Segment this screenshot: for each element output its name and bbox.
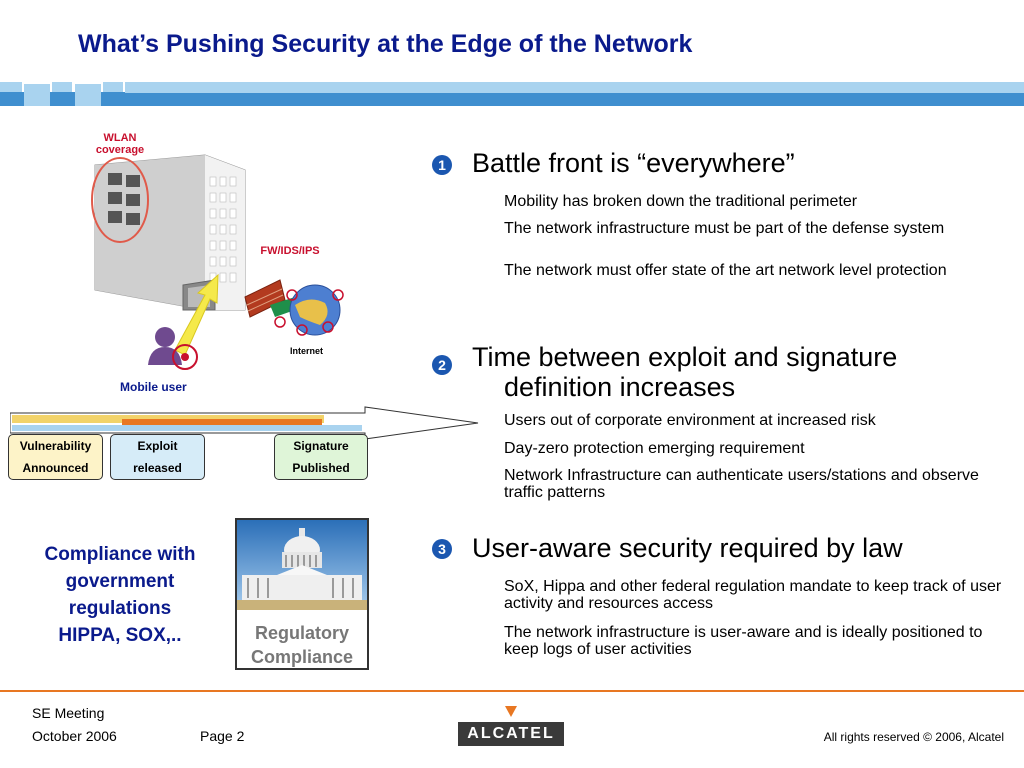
wlan-label: WLAN coverage: [95, 132, 145, 156]
point-3-sub-2: The network infrastructure is user-aware…: [504, 624, 983, 658]
bullet-number-3: 3: [432, 539, 452, 559]
firewall-icon: [244, 279, 286, 318]
footer-meeting: SE Meeting: [32, 705, 105, 721]
footer-date: October 2006: [32, 728, 117, 744]
point-2-sub-2: Day-zero protection emerging requirement: [504, 440, 805, 457]
point-3-heading: User-aware security required by law: [472, 533, 903, 563]
exploit-released-box: Exploit released: [110, 434, 205, 480]
point-2-sub-3: Network Infrastructure can authenticate …: [504, 467, 979, 501]
mobile-user-icon: [148, 327, 198, 370]
regulatory-compliance-image: Regulatory Compliance: [235, 518, 369, 670]
network-diagram: [91, 154, 344, 370]
capitol-icon: [237, 520, 367, 610]
footer-divider: [0, 690, 1024, 692]
point-2-heading: Time between exploit and signature defin…: [472, 342, 898, 402]
header-band: [0, 82, 1024, 106]
point-1-sub-1: Mobility has broken down the traditional…: [504, 193, 858, 210]
fw-ids-ips-label: FW/IDS/IPS: [260, 245, 320, 257]
bullet-number-1: 1: [432, 155, 452, 175]
point-2-sub-1: Users out of corporate environment at in…: [504, 412, 876, 429]
point-3-sub-1: SoX, Hippa and other federal regulation …: [504, 578, 1002, 612]
timeline-arrow: [10, 406, 479, 440]
image-caption-line2: Compliance: [250, 647, 354, 667]
point-1-sub-3: The network must offer state of the art …: [504, 262, 947, 279]
alcatel-logo: ALCATEL: [458, 722, 564, 746]
signature-published-box: Signature Published: [274, 434, 368, 480]
internet-globe-icon: [274, 284, 344, 336]
logo-triangle-icon: [505, 706, 517, 717]
building-icon: [94, 154, 246, 311]
footer-copyright: All rights reserved © 2006, Alcatel: [823, 730, 1004, 744]
wlan-coverage-ellipse: [91, 157, 149, 243]
image-caption-line1: Regulatory: [254, 623, 350, 643]
bullet-number-2: 2: [432, 355, 452, 375]
point-1-sub-2: The network infrastructure must be part …: [504, 220, 945, 237]
point-1-heading: Battle front is “everywhere”: [472, 148, 795, 178]
internet-label: Internet: [290, 346, 324, 356]
compliance-text: Compliance with government regulations H…: [44, 544, 196, 646]
mobile-user-label: Mobile user: [120, 380, 187, 394]
page-title: What’s Pushing Security at the Edge of t…: [78, 30, 693, 58]
vulnerability-announced-box: Vulnerability Announced: [8, 434, 103, 480]
footer-page: Page 2: [200, 728, 245, 744]
